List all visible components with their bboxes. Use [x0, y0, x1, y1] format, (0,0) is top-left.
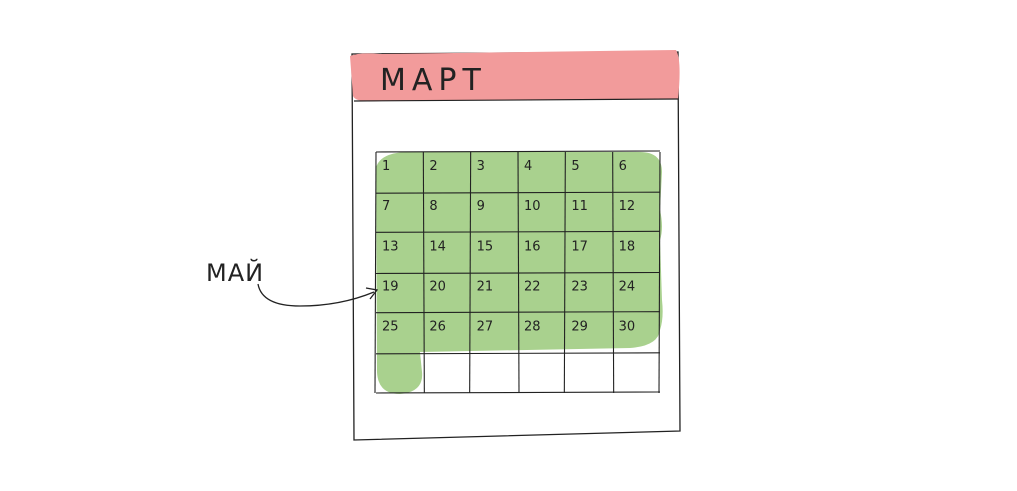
day-number: 19 [382, 280, 399, 295]
day-number: 9 [477, 199, 485, 214]
day-number: 11 [571, 199, 588, 214]
day-number: 17 [571, 239, 588, 254]
day-number: 8 [429, 199, 437, 214]
month-header-band [350, 50, 680, 102]
annotation-label: МАЙ [206, 258, 264, 287]
day-number: 18 [619, 239, 636, 254]
grid-row-line [375, 311, 661, 314]
grid-column-line [422, 151, 425, 394]
day-number: 29 [571, 320, 588, 335]
day-number: 14 [429, 239, 446, 254]
arrow-head-icon [365, 287, 379, 300]
day-number: 1 [382, 159, 390, 174]
day-number: 26 [429, 320, 446, 335]
annotation-arrow [257, 283, 375, 307]
day-number: 28 [524, 320, 541, 335]
day-number: 21 [477, 280, 494, 295]
day-number: 5 [571, 159, 579, 174]
calendar-grid [374, 150, 661, 394]
grid-column-line [469, 151, 472, 394]
day-number: 6 [619, 159, 627, 174]
grid-row-line [375, 230, 661, 233]
grid-row-line [375, 271, 661, 275]
day-number: 12 [619, 199, 636, 214]
day-number: 10 [524, 199, 541, 214]
grid-row-line [375, 352, 661, 355]
day-number: 24 [619, 280, 636, 295]
day-number: 3 [477, 159, 485, 174]
header-divider [353, 98, 679, 102]
day-number: 27 [477, 320, 494, 335]
grid-row-line [375, 191, 661, 194]
day-number: 13 [382, 239, 399, 254]
day-number: 23 [571, 280, 588, 295]
day-number: 25 [382, 320, 399, 335]
grid-row-line [375, 391, 661, 394]
day-number: 15 [477, 239, 494, 254]
grid-row-line [375, 150, 661, 153]
grid-column-line [374, 151, 377, 394]
day-number: 4 [524, 159, 532, 174]
day-number: 20 [429, 280, 446, 295]
month-title: МАРТ [380, 63, 487, 98]
day-number: 16 [524, 239, 541, 254]
day-number: 2 [429, 159, 437, 174]
day-number: 30 [619, 320, 636, 335]
day-number: 7 [382, 199, 390, 214]
day-number: 22 [524, 280, 541, 295]
